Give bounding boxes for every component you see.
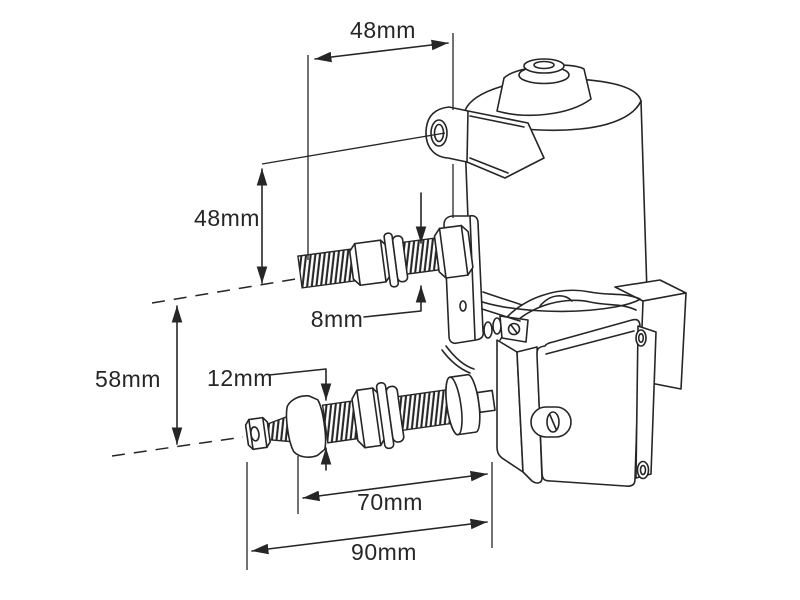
gearbox-strap	[635, 325, 657, 479]
cap-boss-top	[523, 58, 565, 74]
strap-screw-top	[635, 329, 647, 347]
dimension-mount-height: 48mm	[194, 132, 446, 284]
dim-overall-length-label: 90mm	[351, 539, 417, 565]
mounting-tab	[425, 106, 545, 179]
stud-stub	[476, 389, 496, 414]
threaded-section-8mm	[297, 248, 357, 289]
dimension-overall-length: 90mm	[246, 462, 488, 570]
dim-inner-length-label: 70mm	[357, 489, 423, 515]
dim-upper-stud-diameter-label: 8mm	[311, 306, 364, 332]
lower-stud-assembly	[244, 373, 496, 459]
wiring-harness	[483, 289, 641, 343]
dimension-lower-stud-diameter: 12mm	[207, 365, 332, 471]
upper-stud-assembly	[297, 224, 474, 289]
strap-screw-bottom	[636, 460, 650, 480]
threaded-section	[397, 388, 454, 432]
dimension-inner-length: 70mm	[297, 456, 493, 548]
dim-mount-height-label: 48mm	[194, 205, 260, 231]
motor-end-cap	[496, 58, 592, 117]
dimension-upper-stud-diameter: 8mm	[311, 192, 427, 332]
wire-terminal	[483, 321, 493, 339]
gearbox-housing	[496, 279, 687, 487]
gearbox-front-face	[536, 318, 641, 487]
dome-spacer	[285, 395, 327, 459]
lower-axis-centerline	[111, 436, 244, 457]
tab-hole	[430, 119, 448, 147]
bracket-hole	[459, 300, 467, 312]
dimension-top-width: 48mm	[307, 17, 454, 260]
upper-axis-centerline	[151, 277, 303, 304]
dim-top-width-label: 48mm	[350, 17, 416, 43]
dim-lower-stud-diameter-label: 12mm	[207, 365, 273, 391]
dimension-stud-spacing: 58mm	[95, 305, 183, 445]
dim-stud-spacing-label: 58mm	[95, 366, 161, 392]
threaded-section-12mm	[321, 400, 359, 444]
